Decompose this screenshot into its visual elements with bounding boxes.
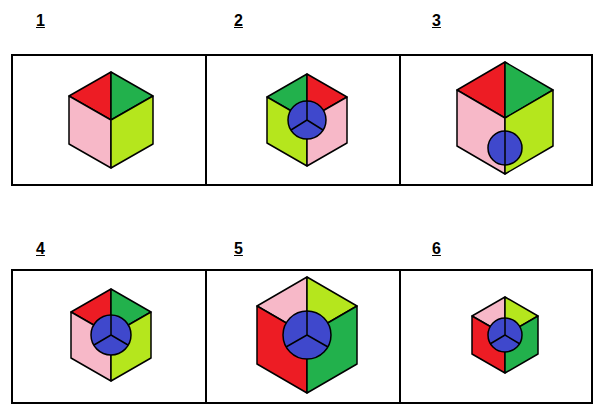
cube-6 bbox=[472, 297, 538, 373]
callout-number: 4 bbox=[36, 240, 45, 258]
callout-number: 6 bbox=[432, 240, 441, 258]
callout-number: 5 bbox=[234, 240, 243, 258]
callout-number: 3 bbox=[432, 12, 441, 30]
cube-4 bbox=[71, 289, 151, 381]
callout-number: 1 bbox=[36, 12, 45, 30]
cube-3 bbox=[457, 62, 553, 174]
panel-frames bbox=[12, 55, 592, 403]
cube-5 bbox=[257, 277, 357, 393]
callout-number: 2 bbox=[234, 12, 243, 30]
cube-2 bbox=[267, 74, 347, 166]
cube-1 bbox=[69, 72, 153, 168]
